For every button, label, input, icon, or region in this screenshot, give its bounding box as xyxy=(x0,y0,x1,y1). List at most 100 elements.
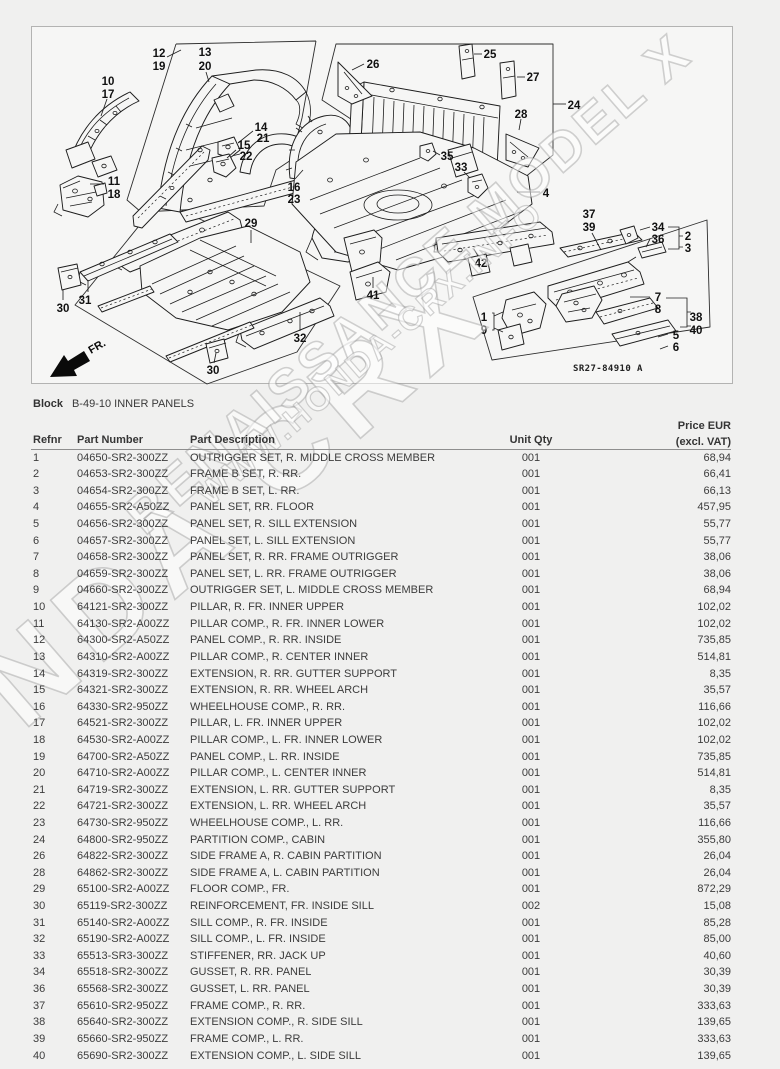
cell-part: 64319-SR2-300ZZ xyxy=(77,667,169,680)
cell-desc: EXTENSION, R. RR. GUTTER SUPPORT xyxy=(190,667,397,680)
cell-qty: 001 xyxy=(521,833,541,846)
cell-part: 65690-SR2-300ZZ xyxy=(77,1049,169,1062)
cell-price: 66,41 xyxy=(703,468,731,481)
cell-qty: 001 xyxy=(521,634,541,647)
cell-qty: 002 xyxy=(521,900,541,913)
cell-refnr: 11 xyxy=(33,617,45,630)
part-ref-label: 36 xyxy=(652,234,665,246)
cell-desc: PANEL SET, L. RR. FRAME OUTRIGGER xyxy=(190,567,397,580)
cell-price: 102,02 xyxy=(697,601,731,614)
cell-price: 333,63 xyxy=(697,999,731,1012)
cell-desc: PANEL SET, R. RR. FRAME OUTRIGGER xyxy=(190,551,399,564)
part-sill-l xyxy=(235,297,335,350)
part-ref-label: 16 xyxy=(288,182,301,194)
cell-part: 64300-SR2-A50ZZ xyxy=(77,634,170,647)
part-stub-25 xyxy=(458,43,476,80)
cell-price: 116,66 xyxy=(698,700,731,713)
cell-qty: 001 xyxy=(521,1049,541,1062)
cell-qty: 001 xyxy=(521,800,541,813)
cell-part: 64530-SR2-A00ZZ xyxy=(77,733,170,746)
cell-refnr: 2 xyxy=(33,468,40,481)
cell-price: 355,80 xyxy=(697,833,731,846)
cell-qty: 001 xyxy=(521,883,541,896)
cell-desc: SIDE FRAME A, L. CABIN PARTITION xyxy=(190,866,380,879)
header-price: Price EUR (excl. VAT) xyxy=(601,418,731,450)
cell-part: 64822-SR2-300ZZ xyxy=(77,850,169,863)
part-outrigger xyxy=(497,291,547,351)
part-ref-label: 6 xyxy=(673,342,679,354)
part-ref-label: 32 xyxy=(294,333,307,345)
cell-qty: 001 xyxy=(521,750,541,763)
header-refnr: Refnr xyxy=(33,434,62,446)
part-gutter-extension xyxy=(217,136,241,159)
block-label: Block xyxy=(33,398,63,410)
cell-desc: PILLAR COMP., L. FR. INNER LOWER xyxy=(190,733,383,746)
cell-qty: 001 xyxy=(521,767,541,780)
cell-price: 40,60 xyxy=(703,949,731,962)
cell-desc: PANEL SET, R. SILL EXTENSION xyxy=(190,518,358,531)
cell-price: 30,39 xyxy=(703,966,731,979)
cell-part: 64730-SR2-950ZZ xyxy=(77,817,169,829)
part-ref-label: 27 xyxy=(527,72,540,84)
cell-price: 38,06 xyxy=(703,567,731,580)
cell-refnr: 5 xyxy=(33,518,40,531)
header-rule xyxy=(31,449,731,450)
part-frame-42 xyxy=(433,221,555,277)
parts-diagram: 1017121913201118142115221623262527282435… xyxy=(31,26,733,385)
part-ref-label: 37 xyxy=(583,209,596,221)
cell-desc: PILLAR COMP., R. CENTER INNER xyxy=(190,650,369,663)
cell-price: 8,35 xyxy=(709,783,731,796)
cell-price: 68,94 xyxy=(703,584,731,597)
cell-desc: GUSSET, L. RR. PANEL xyxy=(190,983,310,996)
header-part-description: Part Description xyxy=(190,434,275,446)
part-ref-label: 23 xyxy=(288,194,301,206)
part-ref-label: 8 xyxy=(655,304,662,316)
fence-frame-group xyxy=(472,219,711,361)
part-ref-label: 19 xyxy=(153,61,166,73)
cell-refnr: 18 xyxy=(33,733,46,746)
part-wheelarch-extension xyxy=(211,153,237,178)
cell-part: 64721-SR2-300ZZ xyxy=(77,800,169,813)
cell-refnr: 16 xyxy=(33,700,46,713)
cell-part: 04656-SR2-300ZZ xyxy=(77,518,169,531)
part-ref-label: 39 xyxy=(583,222,596,234)
drawing-code: SR27-84910 A xyxy=(573,364,643,374)
cell-desc: PILLAR COMP., L. CENTER INNER xyxy=(190,767,367,780)
cell-price: 85,28 xyxy=(703,916,731,929)
part-ref-label: 30 xyxy=(207,365,220,377)
cell-desc: PILLAR COMP., R. FR. INNER LOWER xyxy=(190,617,385,630)
part-ref-label: 18 xyxy=(108,189,121,201)
part-ref-label: 13 xyxy=(199,47,212,59)
cell-price: 735,85 xyxy=(697,750,731,763)
cell-desc: REINFORCEMENT, FR. INSIDE SILL xyxy=(190,900,374,913)
cell-refnr: 36 xyxy=(33,983,46,996)
cell-price: 102,02 xyxy=(697,717,731,730)
cell-refnr: 26 xyxy=(33,850,46,863)
cell-part: 65190-SR2-A00ZZ xyxy=(77,933,170,946)
part-ref-label: 41 xyxy=(367,290,380,302)
cell-desc: PANEL SET, L. SILL EXTENSION xyxy=(190,534,356,547)
header-part-number: Part Number xyxy=(77,434,144,446)
cell-part: 65660-SR2-950ZZ xyxy=(77,1032,169,1045)
part-ref-label: 1 xyxy=(481,312,488,324)
cell-refnr: 10 xyxy=(33,601,46,614)
cell-desc: GUSSET, R. RR. PANEL xyxy=(190,966,312,979)
cell-desc: WHEELHOUSE COMP., R. RR. xyxy=(190,700,346,713)
cell-price: 30,39 xyxy=(703,983,731,996)
cell-desc: SILL COMP., R. FR. INSIDE xyxy=(190,916,328,929)
part-ref-label: 28 xyxy=(515,109,528,121)
cell-price: 26,04 xyxy=(703,866,731,879)
